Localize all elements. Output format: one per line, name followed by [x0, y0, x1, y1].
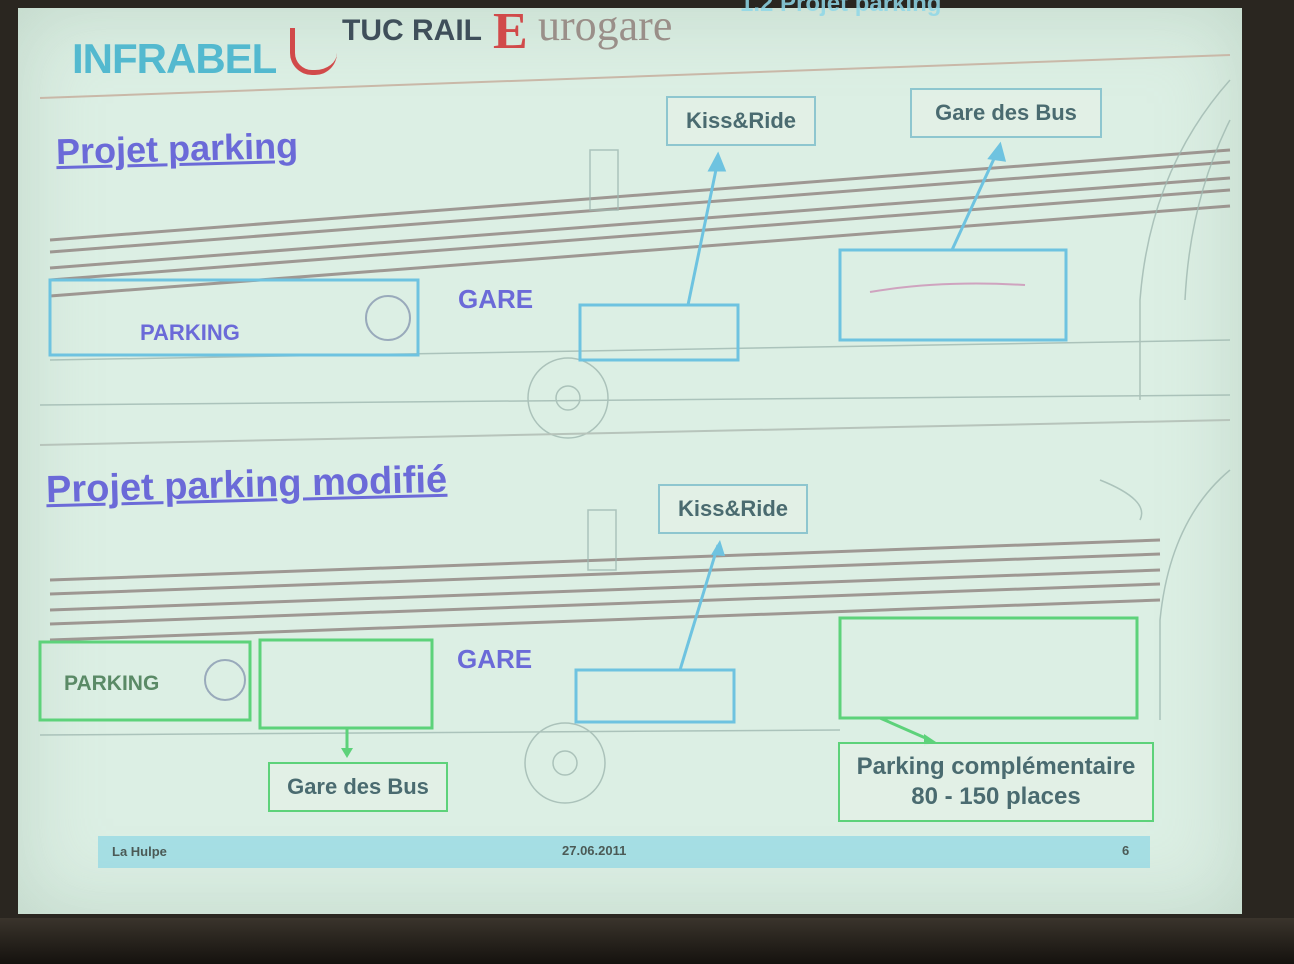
section-label: 1.2 Projet parking	[740, 0, 942, 17]
parking-complementaire-line2: 80 - 150 places	[911, 783, 1081, 810]
top-plan-title: Projet parking	[55, 124, 299, 173]
footer-date: 27.06.2011	[562, 843, 627, 858]
top-kiss-ride-label: Kiss&Ride	[666, 96, 816, 146]
parking-complementaire-line1: Parking complémentaire	[856, 753, 1136, 780]
bottom-gare-des-bus-label: Gare des Bus	[268, 762, 448, 812]
footer-location: La Hulpe	[112, 844, 167, 859]
tucrail-logo: TUC RAIL	[342, 14, 482, 47]
top-gare-label: GARE	[458, 284, 534, 314]
bottom-kiss-ride-label: Kiss&Ride	[658, 484, 808, 534]
eurogare-logo-initial: E	[493, 3, 528, 60]
top-parking-label: PARKING	[140, 320, 240, 345]
tucrail-logo-icon	[290, 28, 337, 75]
footer-bar	[98, 836, 1150, 868]
top-plan-blue-outlines	[48, 141, 1068, 362]
bottom-gare-label: GARE	[457, 644, 533, 674]
footer-page-number: 6	[1122, 843, 1130, 858]
eurogare-logo: urogare	[538, 1, 673, 50]
bottom-parking-label: PARKING	[64, 672, 160, 695]
infrabel-logo: INFRABEL	[72, 35, 277, 82]
floor-strip	[0, 918, 1294, 964]
top-gare-des-bus-label: Gare des Bus	[910, 88, 1102, 138]
top-plan-tracks	[49, 148, 1231, 298]
parking-complementaire-label: Parking complémentaire 80 - 150 places	[838, 742, 1154, 822]
bottom-plan-tracks	[49, 538, 1161, 642]
bottom-plan-outlines	[38, 540, 1139, 758]
